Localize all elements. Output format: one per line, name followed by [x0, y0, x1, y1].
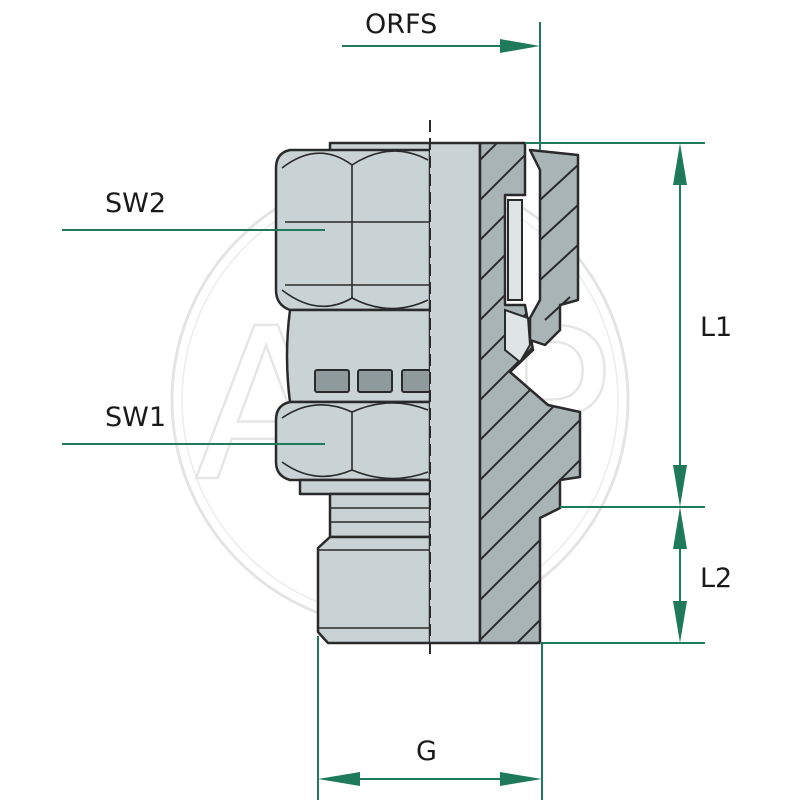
sw1-label: SW1 [105, 402, 166, 433]
l2-label: L2 [700, 563, 732, 594]
g-label: G [416, 736, 437, 767]
l1-dimension [525, 142, 705, 508]
g-dimension [317, 636, 543, 800]
orfs-dimension [342, 22, 541, 150]
fitting-exterior [274, 141, 432, 645]
fitting-cross-section [430, 141, 582, 645]
l2-dimension [540, 507, 705, 644]
l1-label: L1 [700, 312, 732, 343]
sw2-label: SW2 [105, 188, 166, 219]
orfs-label: ORFS [365, 9, 437, 40]
